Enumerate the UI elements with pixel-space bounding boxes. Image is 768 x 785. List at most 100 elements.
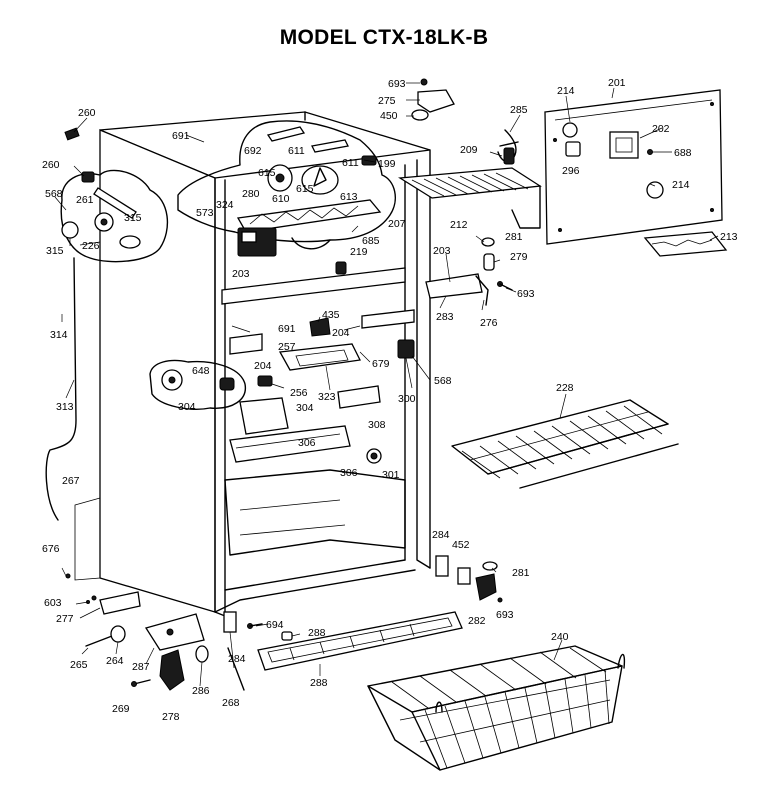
callout-199: 199: [378, 158, 396, 170]
callout-281a: 281: [505, 231, 523, 243]
callout-573: 573: [196, 207, 214, 219]
callout-275: 275: [378, 95, 396, 107]
callout-615b: 615: [296, 183, 314, 195]
callout-301: 301: [382, 469, 400, 481]
control-panel: [544, 89, 728, 257]
callout-204b: 204: [254, 360, 272, 372]
divider-and-controls: [149, 261, 415, 464]
callout-261: 261: [76, 194, 94, 206]
callout-568a: 568: [45, 188, 63, 200]
callout-679: 679: [372, 358, 390, 370]
callout-269: 269: [112, 703, 130, 715]
callout-labels: 693 275 450 201 214 285 209 202 688 296 …: [42, 77, 738, 723]
callout-281b: 281: [512, 567, 530, 579]
freezer-controls-cluster: [177, 120, 396, 257]
callout-214b: 214: [672, 179, 690, 191]
callout-450: 450: [380, 110, 398, 122]
callout-203b: 203: [232, 268, 250, 280]
callout-315a: 315: [124, 212, 142, 224]
callout-610: 610: [272, 193, 290, 205]
callout-452: 452: [452, 539, 470, 551]
callout-568b: 568: [434, 375, 452, 387]
callout-308: 308: [368, 419, 386, 431]
callout-676: 676: [42, 543, 60, 555]
callout-648: 648: [192, 365, 210, 377]
callout-286: 286: [192, 685, 210, 697]
callout-214a: 214: [557, 85, 575, 97]
callout-615a: 615: [258, 167, 276, 179]
callout-304a: 304: [178, 401, 196, 413]
callout-283: 283: [436, 311, 454, 323]
callout-315b: 315: [46, 245, 64, 257]
callout-260a: 260: [78, 107, 96, 119]
callout-613: 613: [340, 191, 358, 203]
crisper-basket: [367, 645, 626, 771]
callout-267: 267: [62, 475, 80, 487]
callout-296: 296: [562, 165, 580, 177]
callout-226: 226: [82, 240, 100, 252]
callout-611a: 611: [288, 145, 305, 157]
right-hinge-parts: [425, 237, 513, 306]
lower-hinge-parts: [435, 555, 503, 603]
callout-268: 268: [222, 697, 240, 709]
callout-209: 209: [460, 144, 478, 156]
callout-213: 213: [720, 231, 738, 243]
base-grille: [257, 611, 463, 671]
callout-284a: 284: [432, 529, 450, 541]
callout-284b: 284: [228, 653, 246, 665]
callout-693c: 693: [496, 609, 514, 621]
callout-306a: 306: [298, 437, 316, 449]
callout-691a: 691: [172, 130, 190, 142]
callout-300: 300: [398, 393, 416, 405]
callout-207: 207: [388, 218, 406, 230]
callout-691b: 691: [278, 323, 296, 335]
callout-611b: 611: [342, 157, 359, 169]
top-hinge-assembly: [411, 78, 455, 121]
callout-693a: 693: [388, 78, 406, 90]
callout-212: 212: [450, 219, 468, 231]
refrigerator-cabinet: [74, 111, 431, 619]
callout-203a: 203: [433, 245, 451, 257]
callout-201: 201: [608, 77, 626, 89]
callout-282: 282: [468, 615, 486, 627]
callout-288b: 288: [310, 677, 328, 689]
callout-265: 265: [70, 659, 88, 671]
callout-260b: 260: [42, 159, 60, 171]
callout-693b: 693: [517, 288, 535, 300]
wiring-harness: [497, 129, 519, 165]
callout-285: 285: [510, 104, 528, 116]
callout-324: 324: [216, 199, 234, 211]
callout-leaders: [54, 82, 719, 687]
left-hinge-cluster: [60, 127, 169, 263]
callout-323: 323: [318, 391, 336, 403]
callout-288a: 288: [308, 627, 326, 639]
callout-276: 276: [480, 317, 498, 329]
callout-228: 228: [556, 382, 574, 394]
callout-256: 256: [290, 387, 308, 399]
callout-304b: 304: [296, 402, 314, 414]
callout-257: 257: [278, 341, 296, 353]
model-title: MODEL CTX-18LK-B: [279, 26, 489, 49]
callout-240: 240: [551, 631, 569, 643]
callout-694: 694: [266, 619, 284, 631]
callout-280: 280: [242, 188, 260, 200]
callout-279: 279: [510, 251, 528, 263]
callout-219: 219: [350, 246, 368, 258]
callout-277: 277: [56, 613, 74, 625]
callout-278: 278: [162, 711, 180, 723]
callout-306b: 306: [340, 467, 358, 479]
callout-287: 287: [132, 661, 150, 673]
callout-264: 264: [106, 655, 124, 667]
callout-603: 603: [44, 597, 62, 609]
callout-202: 202: [652, 123, 670, 135]
drain-tube: [45, 257, 77, 521]
callout-204a: 204: [332, 327, 350, 339]
callout-314: 314: [50, 329, 68, 341]
callout-435: 435: [322, 309, 340, 321]
callout-685: 685: [362, 235, 380, 247]
callout-313: 313: [56, 401, 74, 413]
callout-692: 692: [244, 145, 262, 157]
callout-688: 688: [674, 147, 692, 159]
fresh-food-shelf: [451, 399, 679, 489]
